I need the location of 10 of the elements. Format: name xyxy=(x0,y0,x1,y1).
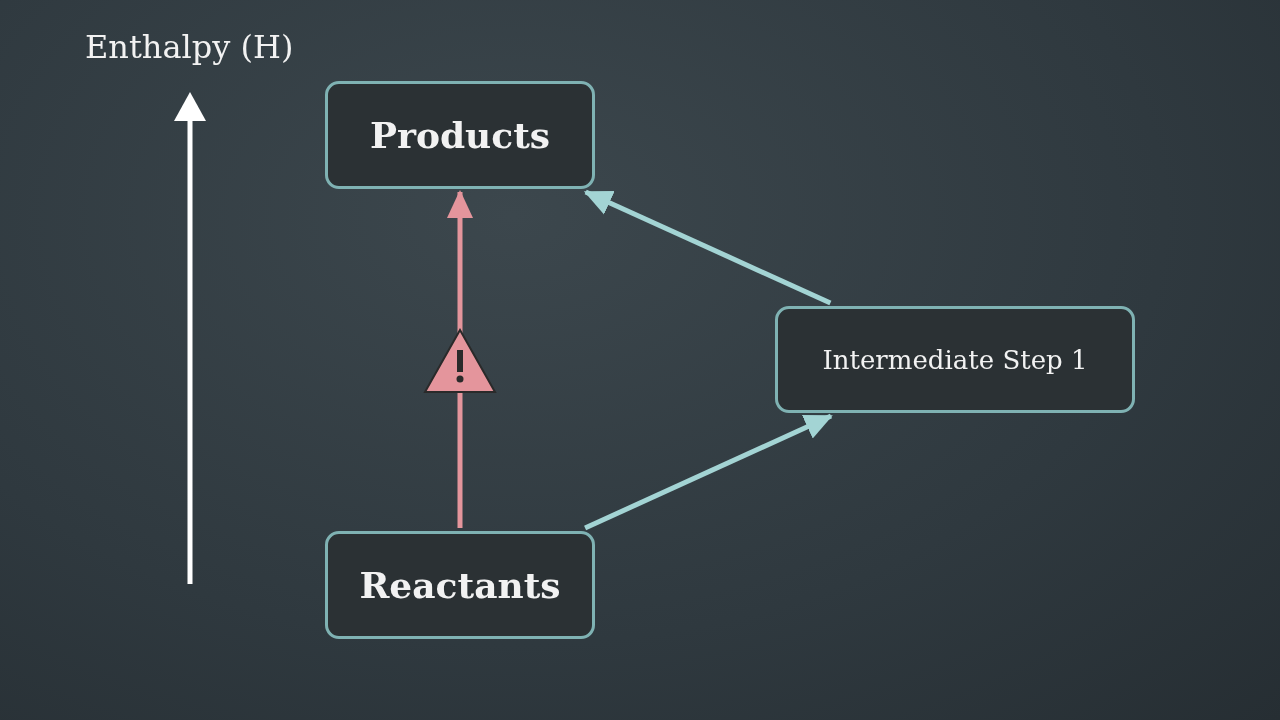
node-label: Intermediate Step 1 xyxy=(822,344,1088,375)
arrow xyxy=(584,413,833,531)
axis-label: Enthalpy (H) xyxy=(85,28,294,66)
process-box xyxy=(775,306,1135,413)
arrow xyxy=(447,190,473,528)
process-box xyxy=(325,81,595,189)
process-box xyxy=(325,531,595,639)
node-label: Reactants xyxy=(359,564,561,606)
node-label: Products xyxy=(369,114,551,156)
arrow xyxy=(583,189,832,306)
